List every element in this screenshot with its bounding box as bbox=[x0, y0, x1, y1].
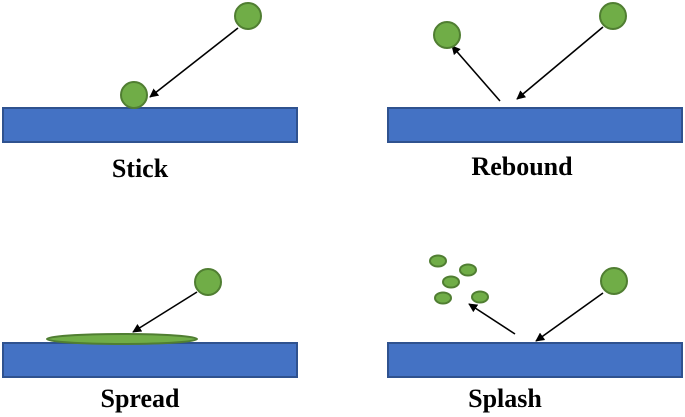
incoming-droplet-stick bbox=[234, 2, 262, 30]
splash-fragment-1 bbox=[429, 254, 447, 268]
panel-splash: Splash bbox=[387, 254, 683, 413]
impact-arrow-spread bbox=[132, 291, 198, 333]
surface-spread bbox=[2, 342, 298, 378]
splash-arrow bbox=[468, 303, 516, 335]
impact-arrow-stick bbox=[149, 27, 239, 98]
panel-stick: Stick bbox=[2, 2, 298, 183]
incoming-droplet-rebound bbox=[599, 2, 627, 30]
spread-film-droplet bbox=[46, 333, 198, 345]
impact-arrow-splash bbox=[535, 292, 604, 342]
splash-fragment-5 bbox=[471, 290, 489, 304]
label-spread: Spread bbox=[101, 384, 181, 413]
surface-rebound bbox=[387, 107, 683, 143]
label-splash: Splash bbox=[468, 384, 542, 413]
splash-fragment-2 bbox=[459, 263, 477, 277]
panel-spread: Spread bbox=[2, 268, 298, 413]
surface-stick bbox=[2, 107, 298, 143]
stuck-droplet bbox=[120, 81, 148, 109]
label-stick: Stick bbox=[112, 154, 169, 183]
panel-rebound: Rebound bbox=[387, 2, 683, 181]
impact-arrow-rebound bbox=[516, 26, 604, 100]
surface-splash bbox=[387, 342, 683, 378]
splash-fragment-3 bbox=[442, 275, 460, 289]
incoming-droplet-splash bbox=[600, 267, 628, 295]
label-rebound: Rebound bbox=[471, 152, 573, 181]
rebound-arrow bbox=[451, 45, 501, 102]
incoming-droplet-spread bbox=[194, 268, 222, 296]
rebounded-droplet bbox=[433, 21, 461, 49]
splash-fragment-4 bbox=[434, 291, 452, 305]
